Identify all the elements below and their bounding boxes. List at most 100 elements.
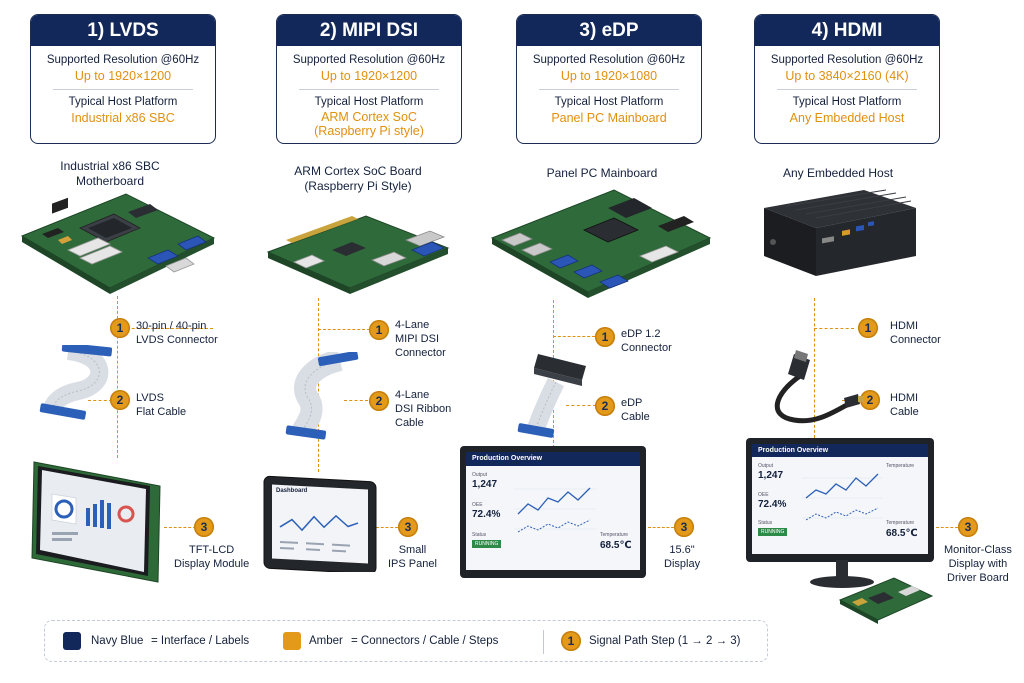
- arm-soc-board-illustration: [266, 215, 450, 294]
- resolution-value: Up to 1920×1200: [320, 69, 418, 83]
- step-badge-2: 2: [369, 391, 389, 411]
- resolution-label: Supported Resolution @60Hz: [46, 54, 200, 66]
- oee-label: OEE: [758, 492, 769, 498]
- platform-label: Typical Host Platform: [792, 96, 902, 108]
- oee-label: OEE: [472, 502, 483, 508]
- panel-pc-mainboard-illustration: [490, 189, 712, 298]
- step-leader: [88, 400, 112, 401]
- step-badge-1: 1: [595, 327, 615, 347]
- step-badge-2: 2: [860, 390, 880, 410]
- step-leader: [344, 400, 368, 401]
- card-title: 4) HDMI: [755, 15, 939, 46]
- status-badge: RUNNING: [472, 540, 502, 548]
- step-label-display: TFT-LCD Display Module: [174, 544, 250, 570]
- platform-label: Typical Host Platform: [554, 96, 664, 108]
- legend-separator: [543, 630, 544, 654]
- navy-swatch: [63, 632, 81, 650]
- resolution-value: Up to 3840×2160 (4K): [785, 69, 909, 83]
- x86-motherboard-illustration: [20, 193, 216, 294]
- tft-lcd-illustration: [31, 461, 161, 583]
- driver-board-illustration: [838, 577, 934, 624]
- tft-lcd-display-module: [30, 458, 164, 588]
- card-title: 1) LVDS: [31, 15, 215, 46]
- resolution-label: Supported Resolution @60Hz: [532, 54, 686, 66]
- card-divider: [299, 89, 439, 90]
- host-title-mipi: ARM Cortex SoC Board (Raspberry Pi Style…: [294, 164, 422, 193]
- step-label-display: Monitor-Class Display with Driver Board: [944, 544, 1012, 584]
- legend-amber-desc: = Connectors / Cable / Steps: [351, 635, 499, 647]
- card-divider: [777, 89, 917, 90]
- step-leader: [164, 527, 196, 528]
- step-label-cable: eDP Cable: [621, 397, 650, 423]
- legend-step-badge: 1: [561, 631, 581, 651]
- card-lvds: 1) LVDS Supported Resolution @60Hz Up to…: [30, 14, 216, 144]
- step-badge-2: 2: [110, 390, 130, 410]
- edp-screen: Production Overview Output 1,247 OEE 72.…: [466, 452, 640, 570]
- step-badge-3: 3: [398, 517, 418, 537]
- legend-amber-label: Amber: [309, 635, 343, 647]
- legend-step-desc: Signal Path Step (1 → 2 → 3): [589, 635, 741, 647]
- platform-value: ARM Cortex SoC (Raspberry Pi style): [314, 110, 424, 138]
- step-badge-2: 2: [595, 396, 615, 416]
- card-title: 3) eDP: [517, 15, 701, 46]
- monitor-screen: Production Overview Output 1,247 OEE 72.…: [752, 444, 928, 554]
- output-value: 1,247: [472, 479, 498, 490]
- resolution-label: Supported Resolution @60Hz: [292, 54, 446, 66]
- step-label-connector: 4-Lane MIPI DSI Connector: [395, 319, 446, 359]
- step-leader: [318, 329, 370, 330]
- step-label-display: Small IPS Panel: [388, 544, 437, 570]
- card-divider: [53, 89, 193, 90]
- temperature-value: 68.5℃: [600, 540, 632, 551]
- trend-chart-illustration: [802, 473, 882, 521]
- step-label-connector: 30-pin / 40-pin LVDS Connector: [136, 320, 218, 346]
- step-badge-3: 3: [194, 517, 214, 537]
- platform-label: Typical Host Platform: [314, 96, 424, 108]
- signal-path-hdmi: [814, 298, 815, 438]
- ips-screen-title: Dashboard: [276, 488, 308, 494]
- platform-value: Any Embedded Host: [789, 111, 905, 125]
- card-title: 2) MIPI DSI: [277, 15, 461, 46]
- step-badge-3: 3: [958, 517, 978, 537]
- small-ips-panel: Dashboard: [262, 474, 378, 572]
- step-leader: [648, 527, 674, 528]
- card-hdmi: 4) HDMI Supported Resolution @60Hz Up to…: [754, 14, 940, 144]
- lvds-flat-cable-illustration: [39, 345, 113, 420]
- platform-label: Typical Host Platform: [68, 96, 178, 108]
- card-edp: 3) eDP Supported Resolution @60Hz Up to …: [516, 14, 702, 144]
- step-label-cable: HDMI Cable: [890, 392, 919, 418]
- step-label-connector: HDMI Connector: [890, 320, 941, 346]
- legend-box: Navy Blue = Interface / Labels Amber = C…: [44, 620, 768, 662]
- dashboard-header: Production Overview: [466, 452, 640, 466]
- host-title-edp: Panel PC Mainboard: [546, 166, 658, 180]
- step-badge-1: 1: [110, 318, 130, 338]
- card-mipi-dsi: 2) MIPI DSI Supported Resolution @60Hz U…: [276, 14, 462, 144]
- status-label: Status: [758, 520, 773, 526]
- edp-15-6-display: Production Overview Output 1,247 OEE 72.…: [460, 446, 646, 578]
- card-divider: [539, 89, 679, 90]
- step-leader: [936, 527, 958, 528]
- dsi-ribbon-cable-illustration: [285, 352, 359, 440]
- amber-swatch: [283, 632, 301, 650]
- legend-navy-label: Navy Blue: [91, 635, 144, 647]
- output-label: Output: [472, 472, 488, 478]
- monitor-class-display: Production Overview Output 1,247 OEE 72.…: [746, 438, 934, 562]
- step-badge-1: 1: [858, 318, 878, 338]
- temperature-label: Temperature: [886, 520, 915, 526]
- resolution-value: Up to 1920×1080: [560, 69, 658, 83]
- step-leader: [566, 405, 596, 406]
- dashboard-header: Production Overview: [752, 444, 928, 457]
- step-label-cable: 4-Lane DSI Ribbon Cable: [395, 389, 452, 429]
- resolution-value: Up to 1920×1200: [74, 69, 172, 83]
- output-label: Output: [758, 463, 774, 469]
- temperature-label: Temperature: [600, 532, 629, 538]
- host-title-lvds: Industrial x86 SBC Motherboard: [60, 159, 160, 188]
- temperature-label: Temperature: [886, 463, 915, 469]
- step-leader: [117, 328, 213, 329]
- platform-value: Industrial x86 SBC: [71, 111, 175, 125]
- temperature-value: 68.5℃: [886, 528, 918, 539]
- edp-cable-illustration: [517, 354, 586, 438]
- step-leader: [376, 527, 398, 528]
- step-label-cable: LVDS Flat Cable: [136, 392, 187, 418]
- embedded-host-box-illustration: [764, 189, 916, 276]
- hdmi-cable-illustration: [774, 350, 864, 424]
